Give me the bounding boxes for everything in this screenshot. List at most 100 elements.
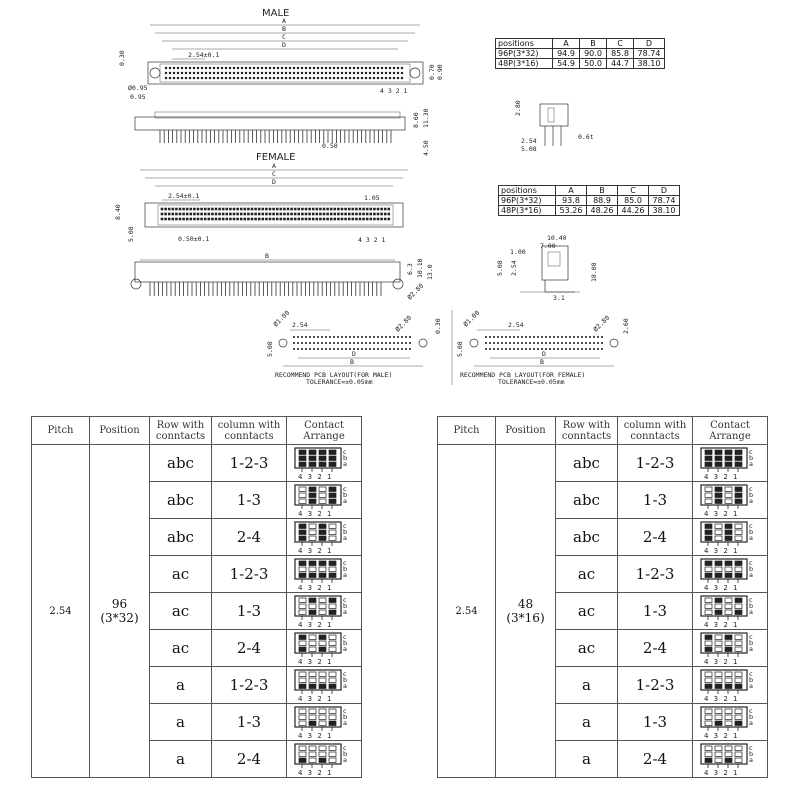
svg-text:b: b (749, 713, 753, 721)
svg-text:c: c (749, 448, 753, 456)
row-with-contacts: a (149, 703, 212, 741)
svg-text:4 3 2 1: 4 3 2 1 (298, 473, 333, 480)
svg-text:a: a (749, 645, 753, 653)
column-with-contacts: 1-2-3 (211, 666, 287, 704)
male-connector-side (134, 111, 406, 143)
row-with-contacts: abc (555, 444, 618, 482)
row-with-contacts: ac (555, 592, 618, 630)
svg-text:Ø1.00: Ø1.00 (462, 309, 482, 329)
column-with-contacts: 2-4 (211, 629, 287, 667)
svg-text:c: c (749, 522, 753, 530)
svg-text:b: b (749, 750, 753, 758)
svg-text:a: a (343, 460, 347, 468)
svg-text:c: c (749, 744, 753, 752)
svg-text:4 3 2 1: 4 3 2 1 (704, 584, 739, 591)
svg-text:a: a (343, 571, 347, 579)
svg-text:4 3 2 1: 4 3 2 1 (704, 621, 739, 628)
svg-text:4 3 2 1: 4 3 2 1 (704, 473, 739, 480)
column-with-contacts: 1-2-3 (617, 444, 693, 482)
row-with-contacts: abc (555, 518, 618, 556)
svg-text:5.08: 5.08 (456, 341, 464, 357)
svg-text:b: b (343, 639, 347, 647)
pcb-male-tolerance: TOLERANCE=±0.05mm (306, 378, 373, 386)
row-with-contacts: a (555, 666, 618, 704)
female-profile-view (520, 245, 580, 293)
male-profile-view (539, 103, 569, 146)
svg-text:4.50: 4.50 (422, 140, 430, 156)
svg-text:b: b (343, 491, 347, 499)
svg-text:4 3 2 1: 4 3 2 1 (298, 584, 333, 591)
svg-text:a: a (343, 608, 347, 616)
header-4: Contact Arrange (692, 416, 768, 445)
row-with-contacts: ac (555, 629, 618, 667)
svg-text:C: C (272, 170, 276, 178)
header-2: Row with conntacts (149, 416, 212, 445)
pcb-female-tolerance: TOLERANCE=±0.05mm (498, 378, 565, 386)
svg-text:Ø0.95: Ø0.95 (128, 84, 148, 92)
header-2: Row with conntacts (555, 416, 618, 445)
row-with-contacts: abc (149, 518, 212, 556)
svg-text:2.54: 2.54 (292, 321, 308, 329)
svg-text:10.10: 10.10 (416, 258, 424, 278)
column-with-contacts: 2-4 (617, 518, 693, 556)
svg-text:0.30: 0.30 (434, 318, 442, 334)
svg-text:7.00: 7.00 (540, 242, 556, 250)
female-dimension-table: positions A B C D 96P(3*32) 93.8 88.9 85… (498, 185, 680, 216)
column-with-contacts: 1-3 (617, 481, 693, 519)
svg-text:a: a (749, 608, 753, 616)
svg-text:b: b (343, 750, 347, 758)
svg-text:2.54: 2.54 (510, 260, 518, 276)
svg-text:c: c (749, 596, 753, 604)
svg-text:0.90: 0.90 (436, 64, 444, 80)
svg-text:a: a (749, 682, 753, 690)
svg-text:a: a (749, 460, 753, 468)
svg-text:B: B (282, 25, 286, 33)
header-1: Position (89, 416, 150, 445)
svg-text:c: c (343, 670, 347, 678)
row-with-contacts: a (555, 740, 618, 778)
svg-text:b: b (343, 602, 347, 610)
svg-text:b: b (749, 528, 753, 536)
column-with-contacts: 2-4 (617, 629, 693, 667)
male-dimension-table: positions A B C D 96P(3*32) 94.9 90.0 85… (495, 38, 665, 69)
svg-text:4 3 2 1: 4 3 2 1 (298, 732, 333, 739)
svg-text:D: D (272, 178, 276, 186)
column-with-contacts: 1-3 (617, 703, 693, 741)
svg-text:c: c (343, 744, 347, 752)
row-with-contacts: ac (555, 555, 618, 593)
svg-text:C: C (282, 33, 286, 41)
svg-text:1.05: 1.05 (364, 194, 380, 202)
svg-text:b: b (749, 676, 753, 684)
svg-text:D: D (352, 350, 356, 358)
row-with-contacts: a (149, 740, 212, 778)
